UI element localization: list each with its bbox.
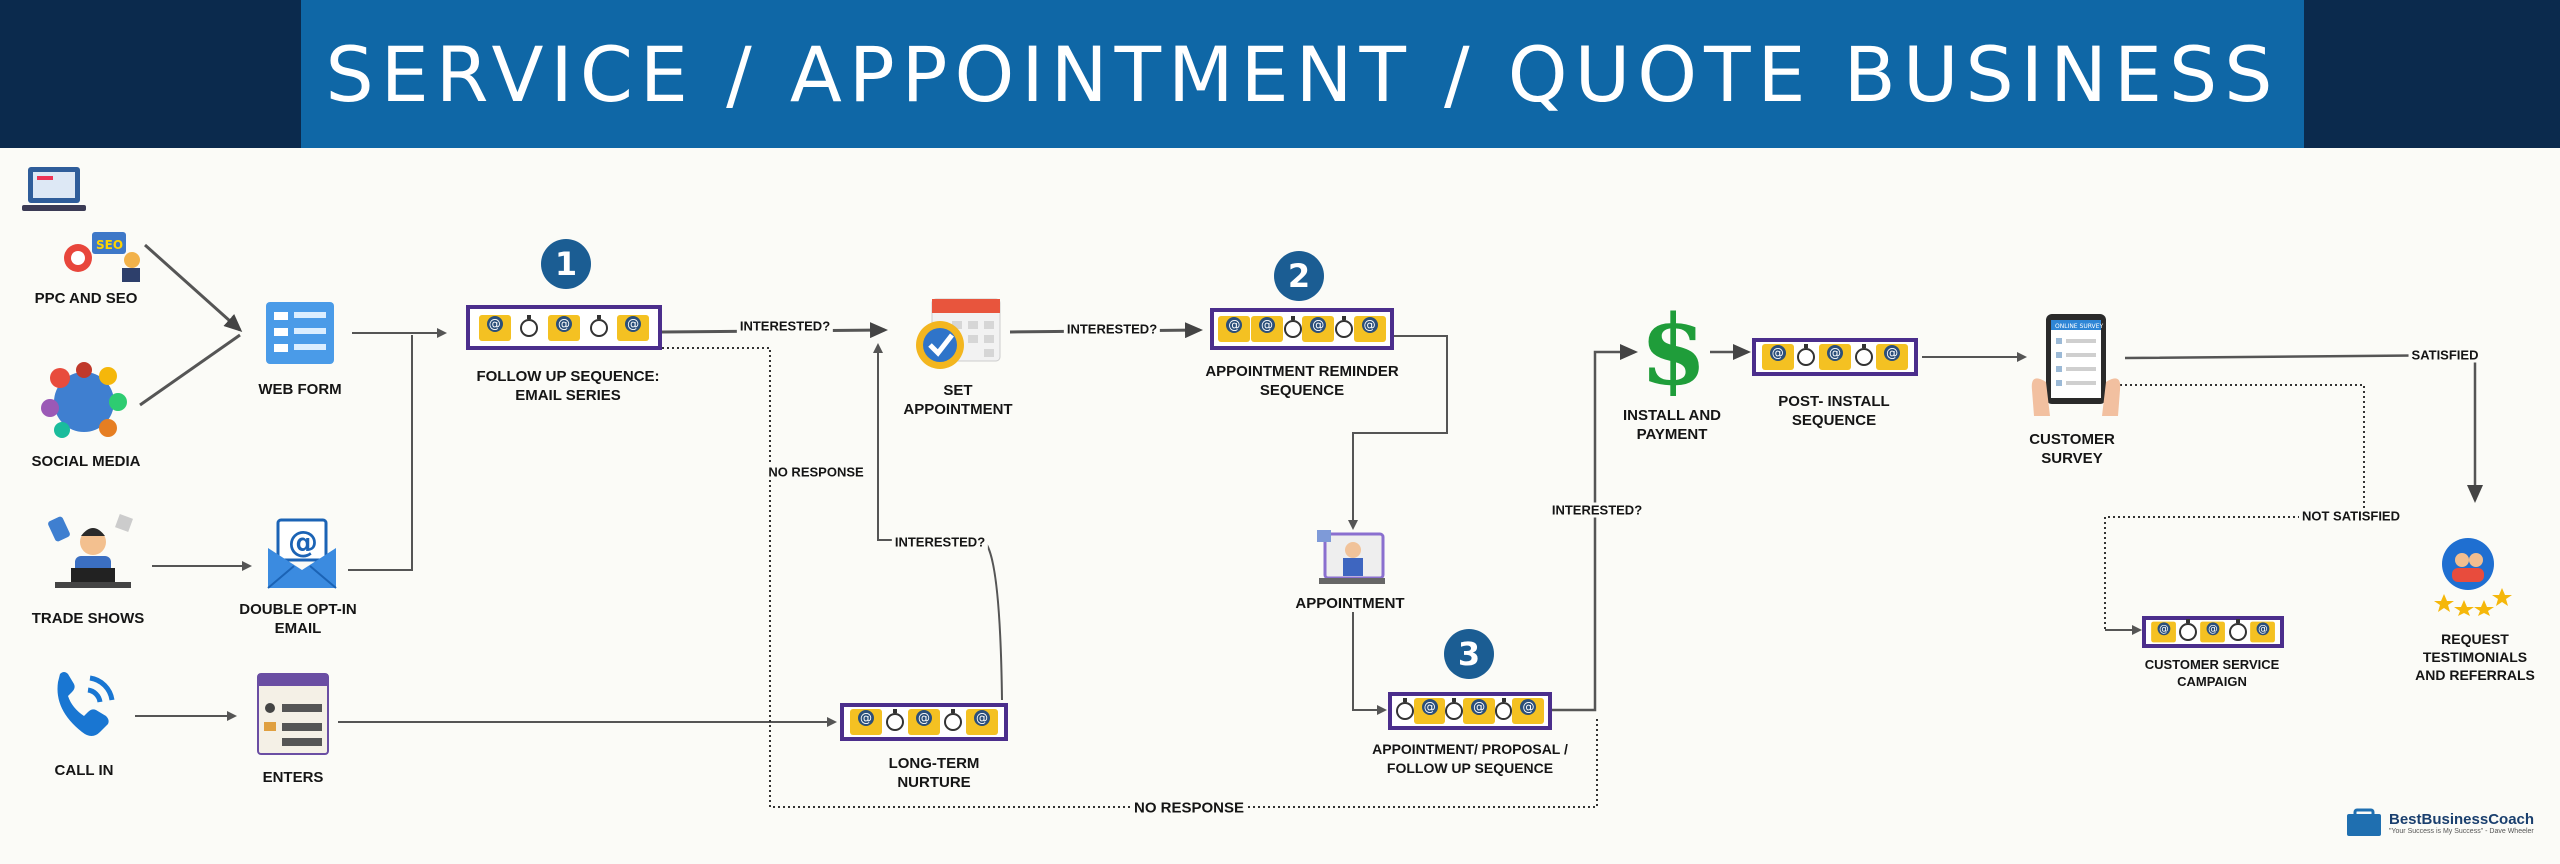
survey-tablet-icon: ONLINE SURVEY: [2028, 312, 2124, 427]
followup-email-sequence: [466, 305, 662, 350]
dollar-icon: $: [1636, 294, 1707, 407]
testimonial-icon: [2432, 534, 2514, 621]
edge-label-interested-1: INTERESTED?: [736, 318, 834, 334]
envelope-icon: [1302, 316, 1335, 342]
timer-icon: [1445, 698, 1464, 720]
label-social-media: SOCIAL MEDIA: [31, 453, 141, 470]
timer-icon: [1396, 698, 1414, 720]
envelope-icon: [2200, 621, 2226, 643]
logo-name: BestBusinessCoach: [2389, 811, 2535, 828]
edge-ppc-webform: [143, 243, 243, 333]
envelope-icon: [2249, 621, 2275, 643]
timer-icon: [1797, 344, 1816, 366]
timer-icon: [1854, 344, 1873, 366]
envelope-icon: [1818, 344, 1851, 370]
envelope-icon: [2151, 621, 2177, 643]
label-trade-shows: TRADE SHOWS: [31, 610, 145, 627]
step-badge-1: 1: [541, 239, 591, 289]
timer-icon: [944, 709, 962, 731]
edge-survey-satisfied: [2124, 353, 2483, 503]
svg-text:SEO: SEO: [96, 238, 123, 252]
seo-icon: SEO: [60, 222, 142, 287]
web-form-icon: [264, 300, 336, 371]
phone-icon: [48, 670, 120, 747]
logo-tagline: "Your Success is My Success" - Dave Whee…: [2389, 828, 2534, 835]
edge-social-webform: [139, 333, 241, 407]
envelope-icon: [1218, 316, 1251, 342]
label-appointment: APPOINTMENT: [1295, 595, 1405, 612]
calendar-check-icon: [912, 293, 1004, 378]
edge-label-satisfied: SATISFIED: [2408, 347, 2482, 363]
edge-label-no-response-2: NO RESPONSE: [1130, 799, 1248, 817]
envelope-icon: [1413, 698, 1446, 724]
timer-icon: [1494, 698, 1513, 720]
logo-icon: [2347, 808, 2381, 836]
social-media-icon: [38, 358, 130, 445]
timer-icon: [2179, 619, 2198, 641]
appointment-reminder-sequence: [1210, 308, 1394, 350]
timer-icon: [1334, 316, 1353, 338]
envelope-icon: [966, 709, 998, 735]
svg-text:ONLINE SURVEY: ONLINE SURVEY: [2055, 323, 2103, 330]
label-web-form: WEB FORM: [258, 381, 342, 398]
post-install-sequence: [1752, 338, 1918, 376]
timer-icon: [2228, 619, 2247, 641]
edge-optin-followup: [348, 335, 413, 571]
label-proposal-sequence: APPOINTMENT/ PROPOSAL /FOLLOW UP SEQUENC…: [1372, 741, 1568, 776]
header-banner: SERVICE / APPOINTMENT / QUOTE BUSINESS: [301, 0, 2304, 148]
laptop-icon: [20, 163, 88, 224]
edge-followup-noresponse: [662, 347, 1598, 808]
envelope-icon: [617, 314, 650, 341]
enters-form-icon: [256, 672, 330, 761]
envelope-icon: [850, 709, 882, 735]
timer-icon: [1283, 316, 1302, 338]
envelope-icon: [547, 314, 580, 341]
brand-logo: BestBusinessCoach "Your Success is My Su…: [2345, 808, 2534, 838]
envelope-icon: [908, 709, 940, 735]
label-followup-sequence: FOLLOW UP SEQUENCE:EMAIL SERIES: [476, 368, 660, 404]
timer-icon: [589, 314, 608, 337]
edge-label-interested-3: INTERESTED?: [891, 534, 989, 550]
step-badge-3: 3: [1444, 629, 1494, 679]
page-title: SERVICE / APPOINTMENT / QUOTE BUSINESS: [325, 29, 2280, 119]
customer-service-campaign-sequence: [2142, 616, 2284, 648]
label-ppc-seo: PPC AND SEO: [34, 290, 138, 307]
envelope-icon: [1761, 344, 1794, 370]
label-enters: ENTERS: [262, 769, 324, 786]
edge-label-interested-4: INTERESTED?: [1548, 502, 1646, 518]
label-call-in: CALL IN: [54, 762, 114, 779]
envelope-icon: [1250, 316, 1283, 342]
edge-label-no-response-1: NO RESPONSE: [765, 464, 867, 480]
envelope-icon: [478, 314, 511, 341]
trade-show-icon: [45, 512, 141, 599]
svg-text:@: @: [288, 525, 318, 560]
email-at-icon: @: [264, 518, 340, 595]
envelope-icon: [1876, 344, 1909, 370]
envelope-icon: [1512, 698, 1544, 724]
envelope-icon: [1353, 316, 1386, 342]
edge-appointment-proposal: [1352, 612, 1387, 715]
edge-proposal-install: [1552, 344, 1638, 712]
step-badge-2: 2: [1274, 251, 1324, 301]
proposal-followup-sequence: [1388, 692, 1552, 730]
timer-icon: [520, 314, 539, 337]
edge-label-interested-2: INTERESTED?: [1063, 321, 1161, 337]
appointment-icon: [1315, 528, 1387, 595]
edge-reminder-appointment: [1348, 335, 1448, 530]
timer-icon: [886, 709, 904, 731]
edge-label-not-satisfied: NOT SATISFIED: [2299, 508, 2403, 524]
envelope-icon: [1463, 698, 1495, 724]
long-term-nurture-sequence: [840, 703, 1008, 741]
svg-text:$: $: [1640, 300, 1706, 396]
